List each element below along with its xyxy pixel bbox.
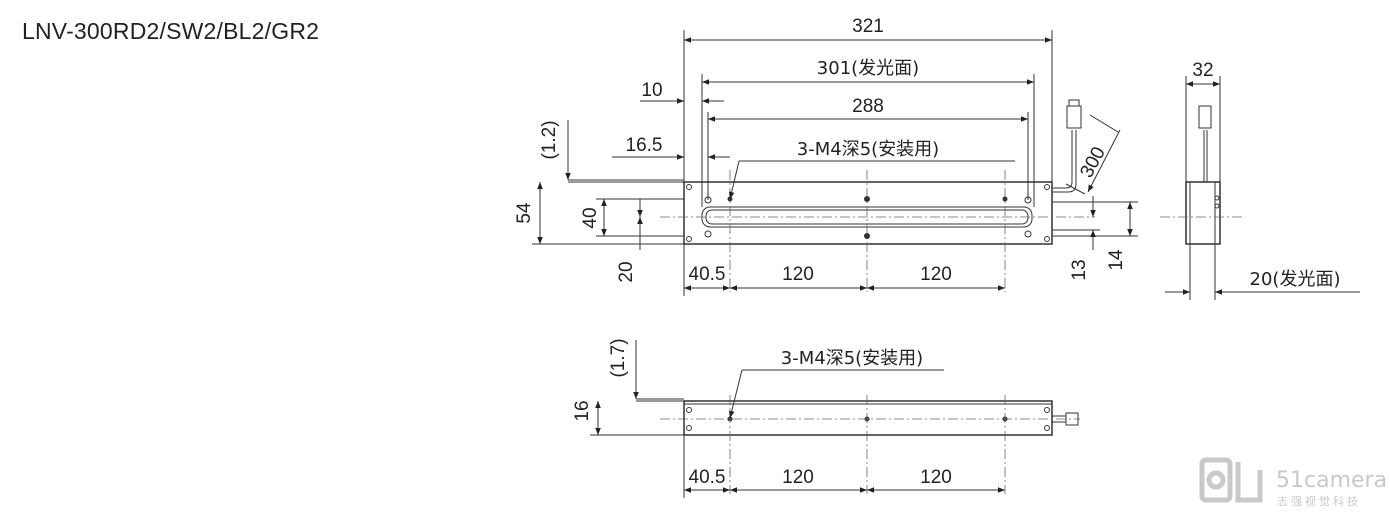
watermark: 51camera 志强视觉科技 [1199, 457, 1387, 508]
dim-120c: 120 [782, 467, 814, 488]
side-screw [1214, 195, 1220, 201]
dim-16: 16 [572, 400, 593, 421]
bottom-screw [1044, 425, 1050, 431]
bottom-mount-note: 3-M4深5(安装用) [781, 348, 923, 369]
watermark-sub: 志强视觉科技 [1277, 494, 1361, 508]
bottom-screw [686, 407, 692, 413]
watermark-brand: 51camera [1276, 468, 1387, 493]
side-connector [1198, 105, 1212, 129]
dim-16-5: 16.5 [626, 135, 663, 156]
cable-dim-ext [1065, 183, 1086, 195]
dim-120a: 120 [782, 264, 814, 285]
bottom-screw [1044, 407, 1050, 413]
watermark-logo-icon [1235, 462, 1263, 503]
mount-hole [1002, 196, 1008, 202]
screw-hole [704, 230, 712, 238]
bottom-cable [1052, 415, 1066, 423]
side-body [1185, 181, 1221, 245]
screw-hole [686, 184, 692, 190]
dim-288: 288 [852, 96, 884, 117]
dim-40-5-bottom: 40.5 [689, 467, 726, 488]
watermark-logo-icon [1206, 470, 1226, 490]
dim-321: 321 [852, 16, 884, 37]
leader-line [728, 369, 743, 419]
cable [1052, 130, 1073, 189]
dim-301: 301(发光面) [817, 58, 919, 79]
bottom-connector [1065, 412, 1079, 426]
dim-32: 32 [1192, 60, 1213, 81]
dim-40: 40 [580, 207, 601, 228]
mount-note: 3-M4深5(安装用) [797, 139, 939, 160]
bottom-screw [686, 425, 692, 431]
dim-120b: 120 [920, 264, 952, 285]
dim-20-emitting: 20(发光面) [1250, 269, 1341, 290]
dim-300: 300 [1076, 143, 1109, 181]
screw-hole [686, 236, 692, 242]
side-view: 32 20(发光面) [1160, 60, 1360, 300]
mount-hole [864, 233, 870, 239]
dim-20: 20 [616, 261, 637, 282]
front-body [683, 181, 1053, 245]
dim-14: 14 [1106, 249, 1127, 271]
leader-line [728, 160, 740, 200]
dim-line-300 [1087, 129, 1121, 193]
cable [1052, 130, 1077, 193]
dim-1-7: (1.7) [608, 338, 629, 377]
bottom-body [683, 400, 1053, 436]
dim-120d: 120 [920, 467, 952, 488]
model-title: LNV-300RD2/SW2/BL2/GR2 [22, 18, 320, 44]
dim-13: 13 [1069, 259, 1090, 280]
dim-54: 54 [514, 202, 535, 224]
bottom-view: (1.7) 16 3-M4深5(安装用) 40.5 120 120 [572, 338, 1080, 498]
front-view: 321 301(发光面) 10 288 16.5 3-M4深5(安装用) 300 [514, 16, 1138, 296]
dim-1-2: (1.2) [539, 120, 560, 159]
watermark-logo-icon [1199, 457, 1233, 503]
screw-hole [1044, 184, 1050, 190]
mount-hole [864, 196, 870, 202]
cable-dim-ext2 [1089, 114, 1119, 133]
connector-tip [1068, 99, 1080, 107]
dim-10: 10 [641, 80, 662, 101]
side-screw [1214, 203, 1220, 209]
screw-hole [1024, 230, 1032, 238]
connector [1066, 105, 1082, 129]
screw-hole [1044, 236, 1050, 242]
dim-40-5: 40.5 [689, 264, 726, 285]
